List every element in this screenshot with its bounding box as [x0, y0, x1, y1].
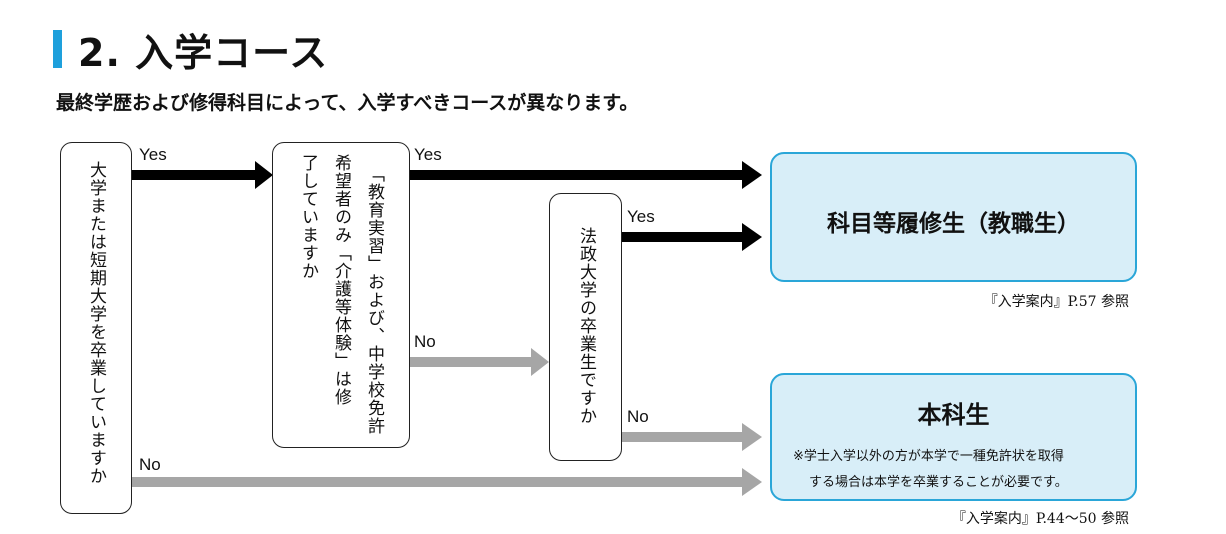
arrow-q2-no	[410, 357, 532, 367]
arrow-q2-yes	[410, 170, 743, 180]
arrow-q3-yes-head	[742, 223, 762, 251]
arrow-q3-no-head	[742, 423, 762, 451]
question-text-col2: 希望者のみ「介護等体験」は修	[331, 154, 351, 406]
arrow-q2-yes-head	[742, 161, 762, 189]
arrow-q1-no	[132, 477, 743, 487]
label-q3-yes: Yes	[627, 207, 655, 226]
label-q2-yes: Yes	[414, 145, 442, 164]
page-subtitle: 最終学歴および修得科目によって、入学すべきコースが異なります。	[56, 92, 639, 114]
arrow-q1-yes-head	[255, 161, 273, 189]
arrow-q1-yes	[132, 170, 256, 180]
question-text-col1: 「教育実習」および、中学校免許	[364, 165, 384, 435]
question-box-graduated: 大学または短期大学を卒業していますか	[60, 142, 132, 514]
page-title: 2. 入学コース	[78, 31, 329, 75]
result-box-kamoku-rishusei: 科目等履修生（教職生）	[770, 152, 1137, 282]
result-box-honkasei: 本科生 ※学士入学以外の方が本学で一種免許状を取得 する場合は本学を卒業すること…	[770, 373, 1137, 501]
label-q1-yes: Yes	[139, 145, 167, 164]
result-reference: 『入学案内』P.57 参照	[983, 294, 1129, 310]
result-note-line2: する場合は本学を卒業することが必要です。	[809, 475, 1068, 490]
result-title: 本科生	[917, 401, 990, 429]
result-note-line1: ※学士入学以外の方が本学で一種免許状を取得	[793, 449, 1064, 464]
label-q3-no: No	[627, 407, 649, 426]
title-accent-bar	[53, 30, 62, 68]
result-reference: 『入学案内』P.44～50 参照	[951, 511, 1129, 527]
arrow-q2-no-head	[531, 348, 549, 376]
question-text: 大学または短期大学を卒業していますか	[86, 161, 106, 485]
arrow-q3-no	[622, 432, 743, 442]
label-q1-no: No	[139, 455, 161, 474]
question-box-hosei-graduate: 法政大学の卒業生ですか	[549, 193, 622, 461]
arrow-q1-no-head	[742, 468, 762, 496]
question-text-col3: 了していますか	[298, 154, 318, 280]
label-q2-no: No	[414, 332, 436, 351]
arrow-q3-yes	[622, 232, 743, 242]
question-text: 法政大学の卒業生ですか	[576, 227, 596, 425]
question-box-teaching-practice: 「教育実習」および、中学校免許 希望者のみ「介護等体験」は修 了していますか	[272, 142, 410, 448]
result-title: 科目等履修生（教職生）	[827, 211, 1080, 237]
